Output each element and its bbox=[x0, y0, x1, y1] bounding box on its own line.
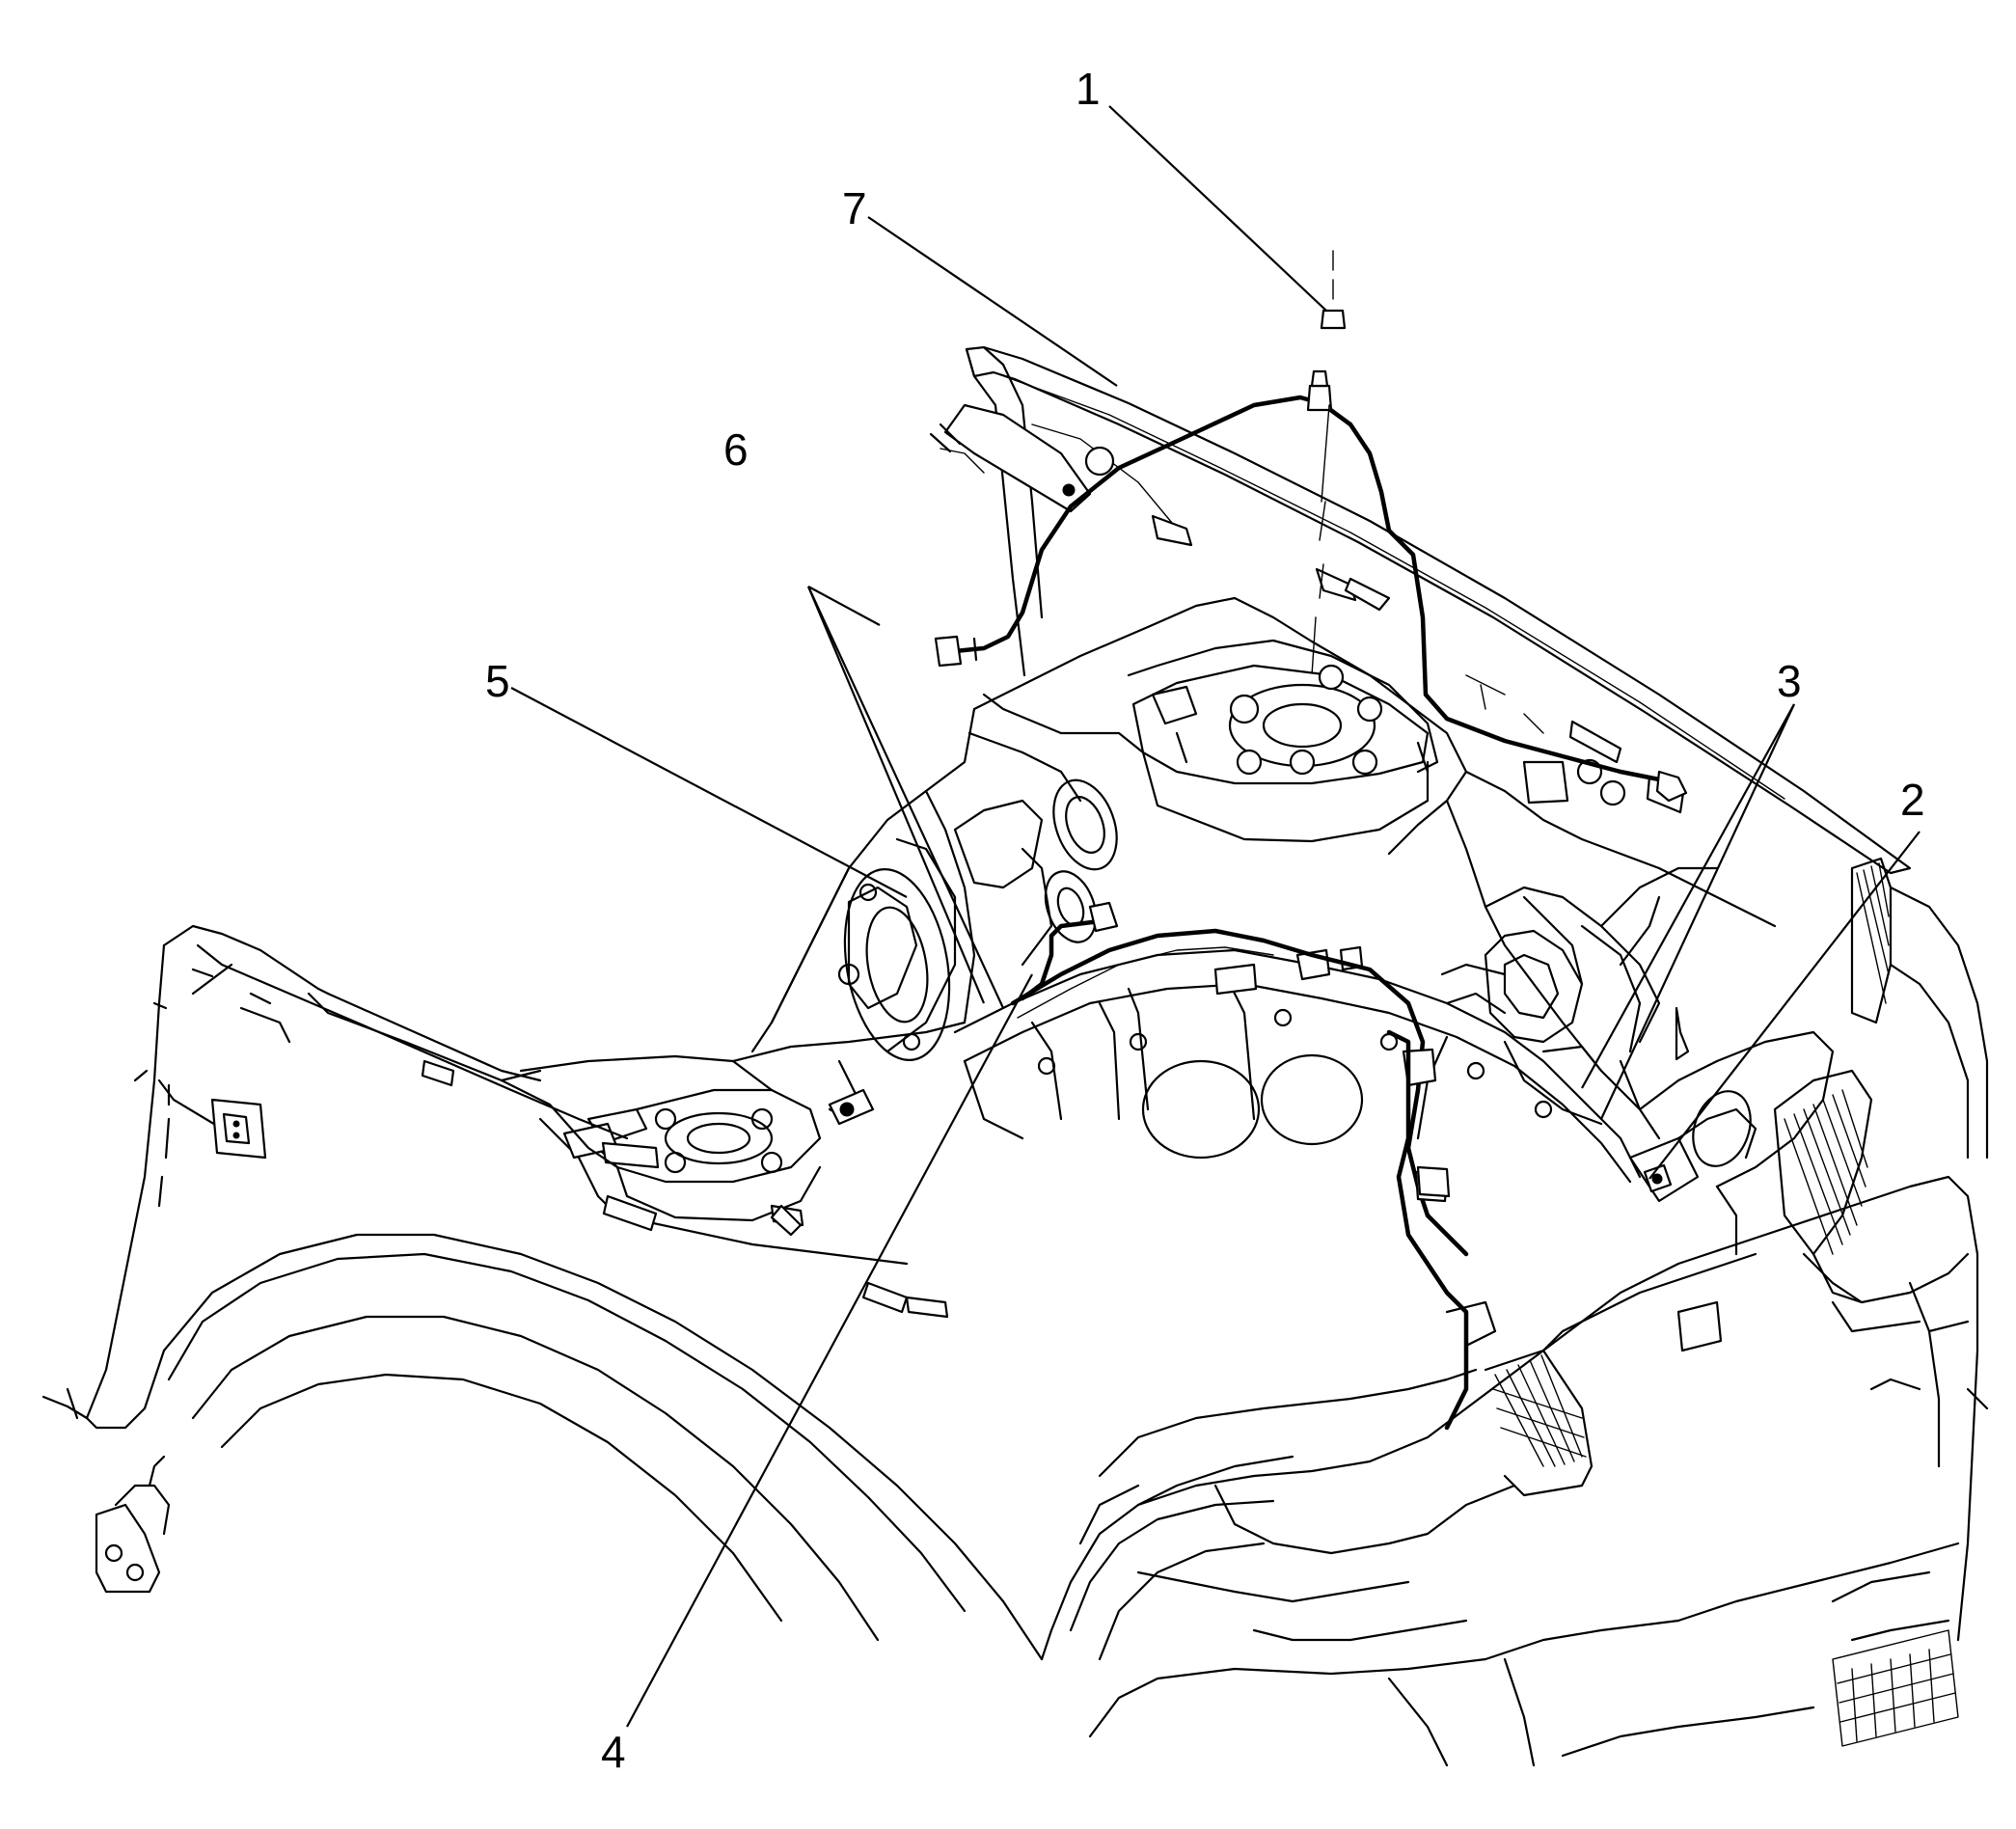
leader-1 bbox=[1108, 105, 1327, 312]
leader-3 bbox=[1600, 703, 1795, 1120]
leader-6b bbox=[807, 586, 881, 626]
leader-5 bbox=[510, 687, 908, 898]
leader-6a bbox=[807, 586, 1004, 1009]
callout-labels: 1 2 3 4 5 6 7 bbox=[485, 64, 1925, 1777]
leader-lines bbox=[510, 105, 1921, 1728]
hood bbox=[929, 345, 1912, 875]
cowl-structure bbox=[500, 596, 1835, 1319]
left-fender bbox=[41, 924, 1044, 1661]
callout-1: 1 bbox=[1076, 64, 1101, 114]
leader-7 bbox=[867, 216, 1118, 387]
leader-2 bbox=[1648, 831, 1921, 1180]
radiator-hose bbox=[1020, 901, 1497, 1431]
front-fascia bbox=[1040, 857, 1989, 1767]
leader-4 bbox=[626, 973, 1033, 1728]
leader-3b bbox=[1581, 703, 1795, 1089]
headlamp-louvers bbox=[1484, 1349, 1594, 1497]
callout-5: 5 bbox=[485, 656, 510, 706]
callout-6: 6 bbox=[723, 424, 749, 475]
leader-6c bbox=[806, 586, 986, 1004]
lower-grille-mesh bbox=[1832, 1629, 1959, 1747]
callout-2: 2 bbox=[1900, 775, 1925, 825]
washer-nozzle bbox=[1307, 250, 1347, 734]
callout-7: 7 bbox=[842, 183, 867, 233]
washer-hose bbox=[934, 369, 1690, 1061]
callout-3: 3 bbox=[1777, 656, 1802, 706]
callout-4: 4 bbox=[601, 1727, 626, 1777]
grille bbox=[1773, 857, 1893, 1304]
